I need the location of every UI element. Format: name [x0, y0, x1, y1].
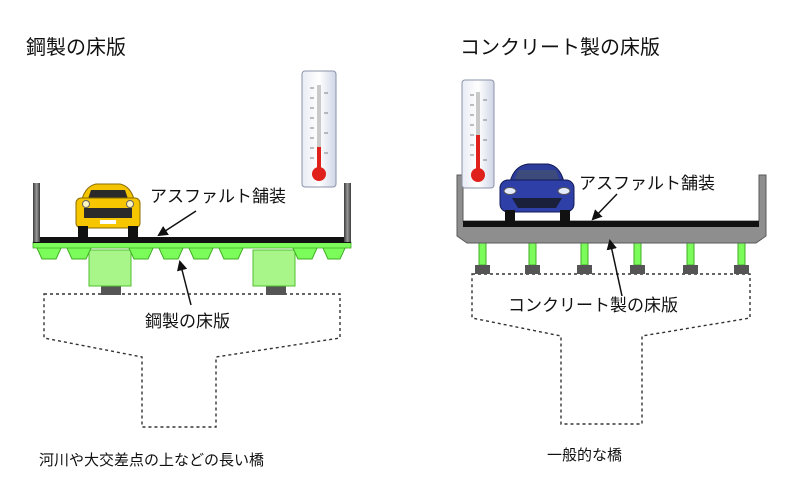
right-deck-label: コンクリート製の床版 [508, 296, 678, 316]
right-girders [475, 242, 749, 274]
right-pier-outline [471, 273, 751, 425]
left-parapet [33, 183, 40, 242]
left-pier-outline [43, 293, 341, 428]
left-caption: 河川や大交差点の上などの長い橋 [39, 451, 265, 469]
right-pavement-label: アスファルト舗装 [579, 174, 715, 194]
right-pavement-arrow [591, 193, 618, 221]
yellow-car-icon [75, 183, 141, 238]
right-deck-arrow [606, 238, 623, 297]
left-asphalt [33, 237, 351, 243]
left-parapet [344, 183, 351, 242]
left-girder [252, 249, 296, 287]
thermometer-icon [461, 79, 495, 189]
left-pavement-arrow [157, 210, 197, 237]
left-pavement-label: アスファルト舗装 [150, 187, 286, 207]
left-bearing [101, 286, 121, 295]
thermometer-icon [301, 70, 337, 188]
left-deck-arrow [176, 259, 192, 306]
left-bearing [266, 286, 286, 295]
right-asphalt [463, 221, 759, 227]
blue-car-icon [499, 163, 575, 222]
left-girder [88, 249, 132, 287]
left-deck-label: 鋼製の床版 [145, 312, 230, 332]
right-title: コンクリート製の床版 [460, 35, 660, 59]
left-title: 鋼製の床版 [26, 35, 126, 59]
right-caption: 一般的な橋 [547, 446, 623, 464]
